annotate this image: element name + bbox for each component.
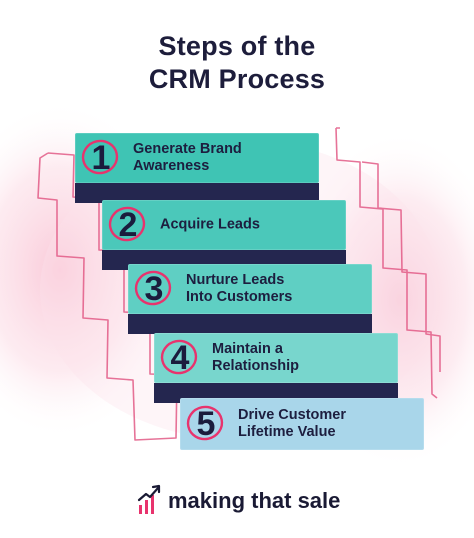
step-4-label-line-1: Maintain a [212,341,283,357]
left-stair-line [37,152,178,441]
circle-highlight-icon [81,139,119,175]
step-1-label-line-2: Awareness [133,158,210,174]
title-line-1: Steps of the [158,31,316,61]
page-title: Steps of the CRM Process [0,30,474,96]
step-2-label: Acquire Leads [160,217,340,234]
step-2-label-line-1: Acquire Leads [160,216,260,233]
step-1-number: 1 [81,139,119,177]
step-3-shade [128,314,372,334]
brand-name: making that sale [168,488,341,513]
step-5: 5 Drive Customer Lifetime Value [180,398,424,450]
step-1-label: Generate Brand Awareness [133,141,313,175]
step-5-label-line-2: Lifetime Value [238,424,336,440]
step-5-label-line-1: Drive Customer [238,407,346,423]
step-3: 3 Nurture Leads Into Customers [128,264,372,334]
step-1-shade [75,183,319,203]
step-3-label-line-2: Into Customers [186,289,293,305]
right-stair-line [335,127,441,399]
step-2-number: 2 [108,206,146,244]
brand-footer: making that sale [0,483,474,517]
circle-highlight-icon [134,270,172,306]
step-3-label: Nurture Leads Into Customers [186,272,366,306]
step-1: 1 Generate Brand Awareness [75,133,319,203]
step-2-digit: 2 [118,206,138,244]
step-5-label: Drive Customer Lifetime Value [238,407,418,441]
step-3-digit: 3 [144,270,164,308]
step-2: 2 Acquire Leads [102,200,346,270]
step-3-label-line-1: Nurture Leads [186,272,285,288]
step-3-number: 3 [134,270,172,308]
step-4-number: 4 [160,339,198,377]
circle-highlight-icon [160,339,198,375]
step-4-digit: 4 [170,339,190,377]
circle-highlight-icon [108,206,146,242]
step-4: 4 Maintain a Relationship [154,333,398,403]
growth-arrow-icon [137,484,161,514]
step-4-label: Maintain a Relationship [212,341,392,375]
title-line-2: CRM Process [148,64,326,94]
step-1-digit: 1 [91,139,111,177]
step-4-label-line-2: Relationship [212,358,300,374]
step-5-digit: 5 [196,405,216,443]
step-1-label-line-1: Generate Brand [133,141,242,157]
step-5-number: 5 [186,405,224,443]
circle-highlight-icon [186,405,224,441]
